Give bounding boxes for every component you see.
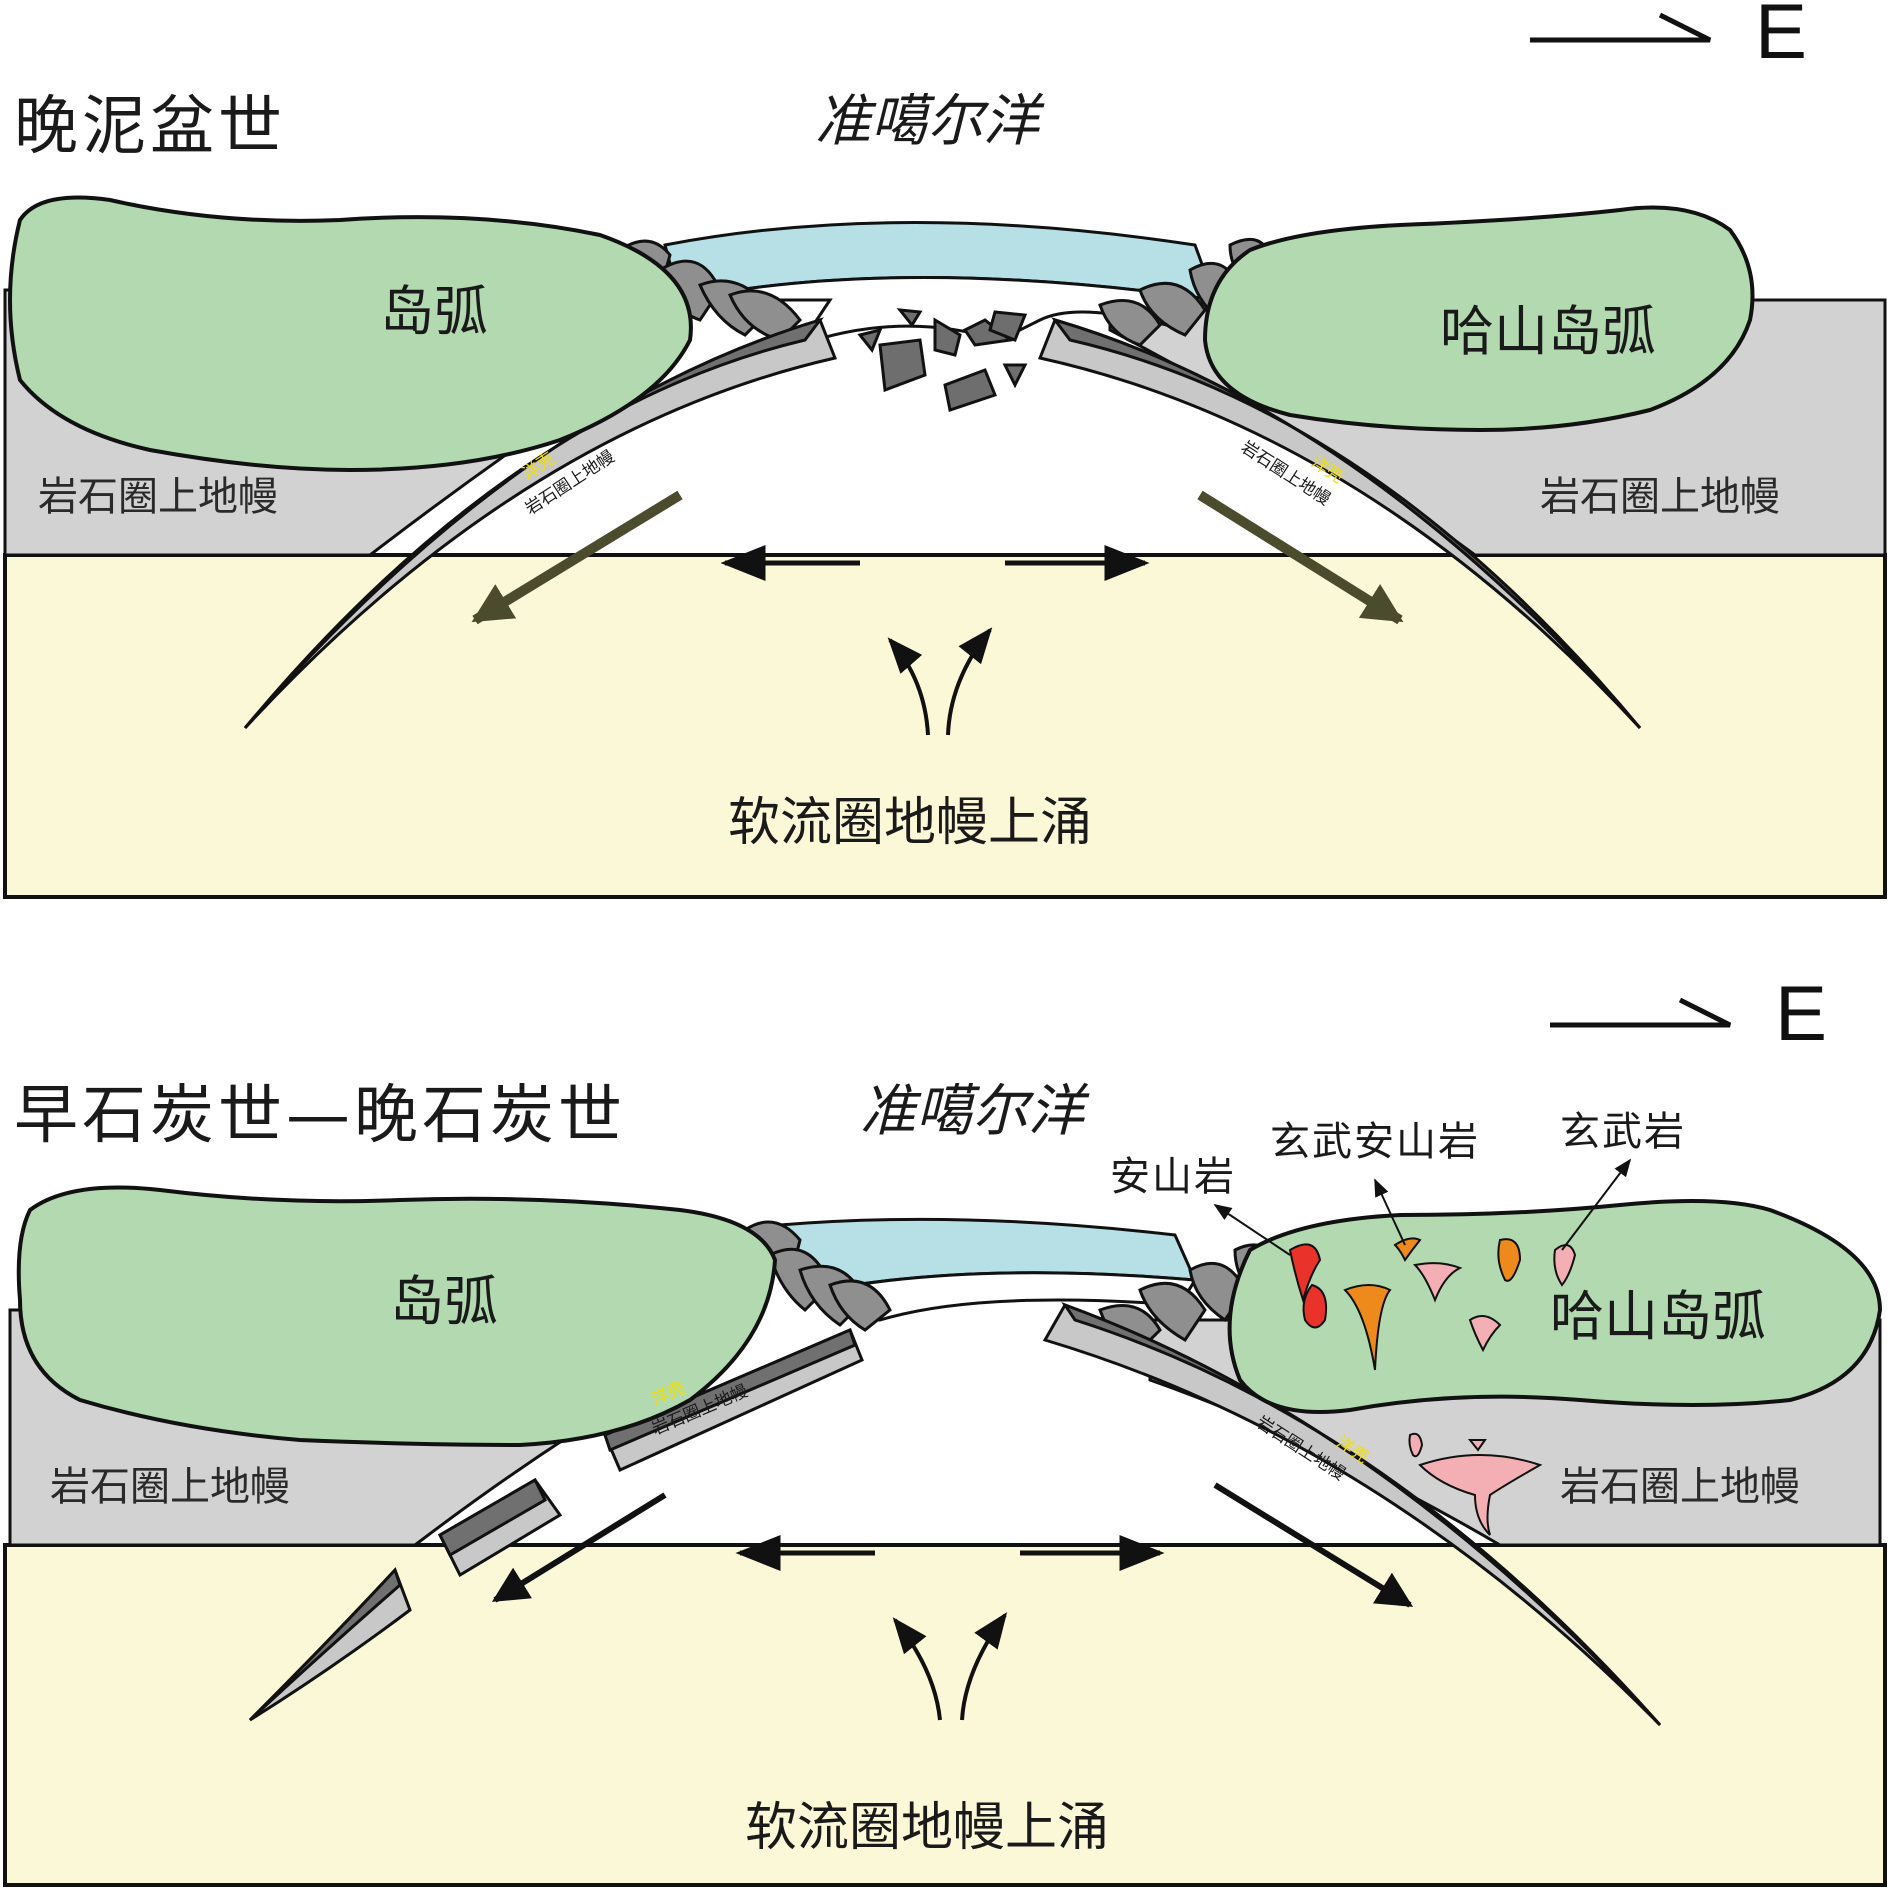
island-arc-west [8, 195, 693, 473]
basalt-bodies [1408, 1244, 1577, 1536]
island-arc-east [1202, 205, 1755, 433]
west-mantle-label: 岩石圈上地幔 [38, 474, 278, 520]
panel-title: 晚泥盆世 [14, 90, 286, 164]
island-arc-west [16, 1185, 778, 1448]
upwelling-arrow-right [946, 627, 993, 736]
crust-fragments [857, 308, 1028, 412]
basalt-label: 玄武岩 [1560, 1109, 1686, 1155]
east-direction-indicator: E [1550, 969, 1827, 1057]
west-arc-label: 岛弧 [380, 280, 488, 343]
east-label: E [1755, 0, 1807, 75]
subducting-slab-west [248, 1327, 864, 1722]
slab-motion-arrow-west [491, 1492, 667, 1603]
andesite-bodies [1288, 1243, 1328, 1329]
basaltic-andesite-leader [1374, 1178, 1406, 1246]
upwelling-arrow-left [892, 1617, 942, 1721]
slab-motion-arrow-west [471, 490, 683, 625]
upwelling-label: 软流圈地幔上涌 [728, 793, 1092, 853]
island-arc-east [1227, 1199, 1883, 1414]
east-label: E [1775, 969, 1827, 1057]
upwelling-label: 软流圈地幔上涌 [745, 1798, 1109, 1858]
east-arc-label: 哈山岛弧 [1440, 300, 1656, 363]
east-mantle-label: 岩石圈上地幔 [1560, 1464, 1800, 1510]
panel-early-late-carboniferous: E 早石炭世—晚石炭世 准噶尔洋 岛弧 哈山岛弧 岩石圈上地幔 岩石圈上地幔 软… [3, 969, 1887, 1887]
slab-motion-arrow-east [1197, 490, 1404, 625]
east-arc-label: 哈山岛弧 [1550, 1285, 1766, 1348]
ocean-label: 准噶尔洋 [860, 1079, 1090, 1144]
basaltic-andesite-bodies [1343, 1237, 1522, 1371]
ocean-label: 准噶尔洋 [815, 89, 1045, 154]
east-direction-indicator: E [1530, 0, 1807, 75]
east-mantle-label: 岩石圈上地幔 [1540, 474, 1780, 520]
panel-title: 早石炭世—晚石炭世 [14, 1079, 626, 1153]
asthenosphere [3, 1543, 1887, 1887]
slab-motion-arrow-east [1213, 1482, 1414, 1608]
panel-late-devonian: E 晚泥盆世 准噶尔洋 岛弧 哈山岛弧 岩石圈上地幔 岩石圈上地幔 软流圈地幔上… [3, 0, 1887, 899]
basaltic-andesite-label: 玄武安山岩 [1270, 1119, 1480, 1165]
upwelling-arrow-left [887, 637, 930, 736]
basalt-leader [1561, 1158, 1632, 1251]
asthenosphere [3, 553, 1887, 899]
andesite-leader [1213, 1204, 1291, 1256]
upwelling-arrow-right [960, 1612, 1008, 1721]
west-mantle-label: 岩石圈上地幔 [50, 1464, 290, 1510]
andesite-label: 安山岩 [1110, 1154, 1236, 1200]
west-arc-label: 岛弧 [390, 1270, 498, 1333]
